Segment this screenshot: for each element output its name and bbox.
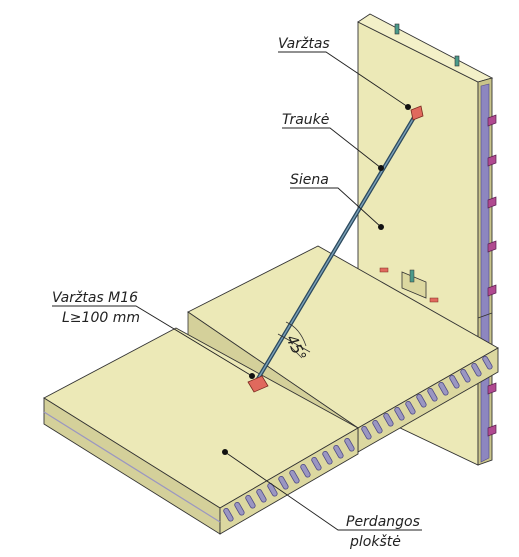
label-bolt-m16: Varžtas M16 (52, 290, 138, 306)
label-bolt-length: L≥100 mm (62, 310, 140, 326)
tie-rod-assembly (247, 105, 424, 393)
slab-front (43, 327, 359, 535)
label-slab-2: plokštė (349, 534, 401, 550)
leader-dots (222, 104, 411, 455)
label-wall: Siena (290, 172, 329, 188)
leaders (52, 51, 422, 531)
wall-anchor-plate (410, 105, 424, 121)
label-slab: Perdangos (346, 514, 420, 530)
label-rod: Traukė (282, 112, 329, 128)
slab-anchor-plate (247, 375, 269, 393)
label-bolt: Varžtas (278, 36, 330, 52)
